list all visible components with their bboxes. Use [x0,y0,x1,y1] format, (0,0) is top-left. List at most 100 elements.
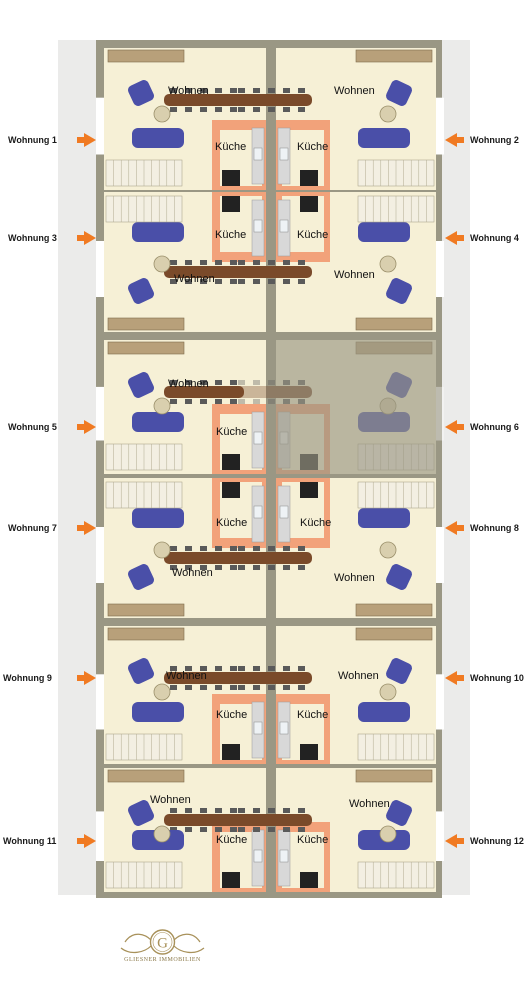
chair-icon [238,279,245,284]
chair-icon [215,808,222,813]
sideboard [355,769,433,783]
sofa-icon [358,508,410,528]
armchair-icon [128,372,154,398]
window [96,811,104,861]
chair-icon [283,279,290,284]
chair-icon [230,399,237,404]
sink-icon [253,721,263,735]
entrance-arrow-icon [77,420,96,434]
sink-icon [253,849,263,863]
right-margin-strip [440,40,470,895]
chair-icon [230,685,237,690]
armchair-icon [128,564,154,590]
chair-icon [298,546,305,551]
sofa-icon [132,222,184,242]
room-label-living: Wohnen [166,670,207,682]
chair-icon [268,88,275,93]
chair-icon [200,808,207,813]
unit-label-4: Wohnung 4 [470,233,519,243]
room-label-kitchen: Küche [216,834,248,846]
chair-icon [185,685,192,690]
chair-icon [200,399,207,404]
dining-table [232,552,312,564]
stove-icon [300,744,318,760]
apartment-unit [232,768,444,892]
unit-label-1: Wohnung 1 [8,135,57,145]
apartment-unit [96,768,266,892]
unit-label-6: Wohnung 6 [470,422,519,432]
sideboard [355,341,433,355]
chair-icon [283,808,290,813]
stove-icon [222,170,240,186]
chair-icon [283,666,290,671]
chair-icon [253,546,260,551]
chair-icon [215,88,222,93]
chair-icon [215,380,222,385]
chair-icon [185,399,192,404]
room-floor [276,340,436,474]
room-label-kitchen: Küche [297,141,329,153]
chair-icon [238,88,245,93]
chair-icon [283,399,290,404]
unit-label-5: Wohnung 5 [8,422,57,432]
room-label-kitchen: Küche [297,834,329,846]
logo-letter: G [157,936,168,952]
chair-icon [170,808,177,813]
armchair-icon [386,278,412,304]
chair-icon [238,399,245,404]
dining-table [232,814,312,826]
company-name: GLIESNER IMMOBILIEN [124,957,201,963]
chair-icon [268,279,275,284]
room-label-living: Wohnen [338,670,379,682]
entrance-arrow-icon [445,834,464,848]
chair-icon [253,88,260,93]
chair-icon [253,380,260,385]
sideboard [107,341,185,355]
chair-icon [215,827,222,832]
chair-icon [185,279,192,284]
stove-icon [222,454,240,470]
chair-icon [238,827,245,832]
entrance-arrow-icon [77,231,96,245]
chair-icon [253,666,260,671]
chair-icon [238,565,245,570]
unit-label-10: Wohnung 10 [470,673,524,683]
chair-icon [230,88,237,93]
entrance-arrow-icon [77,521,96,535]
chair-icon [283,260,290,265]
chair-icon [230,380,237,385]
coffee-table-icon [379,541,397,559]
coffee-table-icon [379,683,397,701]
chair-icon [200,107,207,112]
coffee-table-icon [153,683,171,701]
sink-icon [279,431,289,445]
chair-icon [298,827,305,832]
dining-table [232,94,312,106]
chair-icon [268,808,275,813]
chair-icon [298,685,305,690]
sink-icon [279,849,289,863]
sink-icon [279,219,289,233]
chair-icon [170,827,177,832]
room-label-kitchen: Küche [216,426,248,438]
window [96,674,104,730]
room-label-living: Wohnen [334,572,375,584]
apartment-unit [232,478,444,618]
chair-icon [238,546,245,551]
apartment-unit [96,48,266,190]
unit-label-9: Wohnung 9 [3,673,52,683]
sofa-icon [358,412,410,432]
chair-icon [253,565,260,570]
chair-icon [230,666,237,671]
chair-icon [215,107,222,112]
stove-icon [222,196,240,212]
window [436,386,444,441]
chair-icon [170,380,177,385]
armchair-icon [386,658,412,684]
chair-icon [298,107,305,112]
sideboard [107,769,185,783]
chair-icon [200,565,207,570]
chair-icon [230,565,237,570]
sideboard [355,49,433,63]
